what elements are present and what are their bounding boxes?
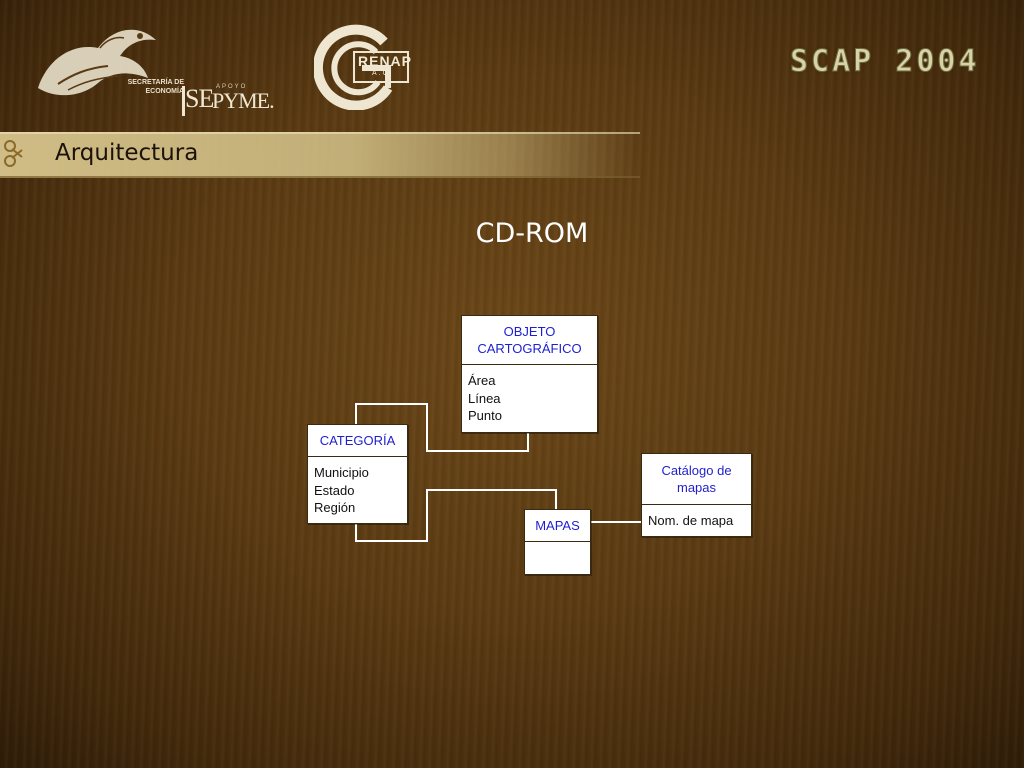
attribute-item: Nom. de mapa bbox=[648, 513, 734, 528]
ornament-icon bbox=[4, 140, 23, 167]
entity-catalogo-de-mapas: Catálogo de mapas Nom. de mapa bbox=[641, 453, 752, 537]
se-logo-text: SE bbox=[185, 84, 214, 113]
entity-mapas: MAPAS bbox=[524, 509, 591, 575]
entity-title: MAPAS bbox=[525, 510, 590, 542]
secretaria-text: SECRETARÍA DE ECONOMÍA bbox=[127, 79, 184, 95]
attribute-item: Área bbox=[468, 373, 496, 388]
attribute-item: Punto bbox=[468, 408, 502, 423]
renap-ring-icon bbox=[314, 24, 409, 110]
attribute-item: Línea bbox=[468, 390, 501, 406]
apoyo-text: APOYO bbox=[216, 84, 248, 90]
renap-text: RENAP bbox=[358, 53, 413, 69]
connector-categoria-mapas bbox=[355, 489, 557, 542]
attribute-item: Municipio bbox=[314, 465, 369, 480]
entity-attributes: Nom. de mapa bbox=[642, 505, 751, 536]
entity-title: CATEGORÍA bbox=[308, 425, 407, 457]
entity-title: Catálogo de mapas bbox=[642, 454, 751, 505]
entity-attributes: Municipio Estado Región bbox=[308, 457, 407, 523]
main-title: CD-ROM bbox=[475, 218, 589, 249]
eagle-emblem-icon bbox=[38, 29, 156, 96]
entity-title: OBJETO CARTOGRÁFICO bbox=[462, 316, 597, 365]
section-title: Arquitectura bbox=[55, 140, 199, 166]
title-band bbox=[0, 132, 640, 178]
entity-attributes: Área Línea Punto bbox=[462, 365, 597, 431]
attribute-item: Región bbox=[314, 500, 356, 515]
entity-categoria: CATEGORÍA Municipio Estado Región bbox=[307, 424, 408, 524]
secretaria-economia-logo: SECRETARÍA DE ECONOMÍA SE APOYO PYME. bbox=[28, 18, 275, 116]
renap-ac-text: A.C. bbox=[372, 70, 394, 77]
pyme-logo-text: PYME. bbox=[212, 88, 275, 113]
entity-attributes bbox=[525, 542, 590, 554]
renap-logo: RENAP A.C. bbox=[314, 24, 413, 110]
attribute-item: Estado bbox=[314, 482, 355, 498]
scap-2004-logo: SCAP 2004 bbox=[790, 44, 980, 80]
logo-divider bbox=[182, 86, 185, 116]
entity-objeto-cartografico: OBJETO CARTOGRÁFICO Área Línea Punto bbox=[461, 315, 598, 433]
connector-categoria-objeto bbox=[355, 403, 529, 452]
